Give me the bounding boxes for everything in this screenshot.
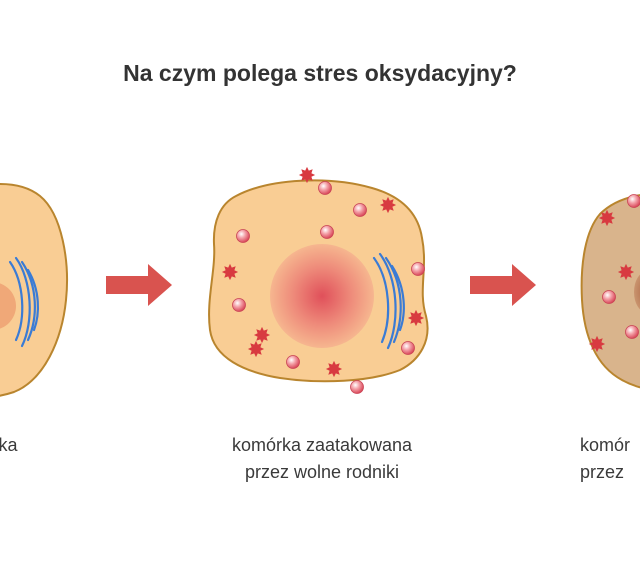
page-title: Na czym polega stres oksydacyjny?	[0, 60, 640, 87]
bubble-radical-icon	[233, 299, 246, 312]
spiky-radical-icon	[599, 210, 615, 226]
bubble-radical-icon	[628, 195, 640, 208]
bubble-radical-icon	[321, 226, 334, 239]
transition-arrow-1	[106, 264, 172, 306]
spiky-radical-icon	[618, 264, 634, 280]
caption-healthy-cell: órka	[0, 432, 130, 459]
spiky-radical-icon	[254, 327, 270, 343]
caption-damaged-cell: komór przez	[580, 432, 640, 486]
bubble-radical-icon	[351, 381, 364, 394]
spiky-radical-icon	[326, 361, 342, 377]
bubble-radical-icon	[237, 230, 250, 243]
spiky-radical-icon	[380, 197, 396, 213]
bubble-radical-icon	[402, 342, 415, 355]
bubble-radical-icon	[626, 326, 639, 339]
caption-attacked-cell: komórka zaatakowana przez wolne rodniki	[192, 432, 452, 486]
caption-attacked-line-1: komórka zaatakowana	[192, 432, 452, 459]
caption-attacked-line-2: przez wolne rodniki	[192, 459, 452, 486]
attacked-cell-nucleus	[270, 244, 374, 348]
bubble-radical-icon	[287, 356, 300, 369]
bubble-radical-icon	[412, 263, 425, 276]
bubble-radical-icon	[603, 291, 616, 304]
spiky-radical-icon	[408, 310, 424, 326]
spiky-radical-icon	[299, 167, 315, 183]
caption-damaged-line-1: komór	[580, 432, 640, 459]
spiky-radical-icon	[222, 264, 238, 280]
caption-damaged-line-2: przez	[580, 459, 640, 486]
spiky-radical-icon	[589, 336, 605, 352]
bubble-radical-icon	[354, 204, 367, 217]
caption-healthy-line: órka	[0, 432, 130, 459]
attacked-cell	[209, 167, 428, 394]
spiky-radical-icon	[248, 341, 264, 357]
healthy-cell	[0, 184, 67, 397]
bubble-radical-icon	[319, 182, 332, 195]
transition-arrow-2	[470, 264, 536, 306]
damaged-cell	[582, 194, 640, 391]
